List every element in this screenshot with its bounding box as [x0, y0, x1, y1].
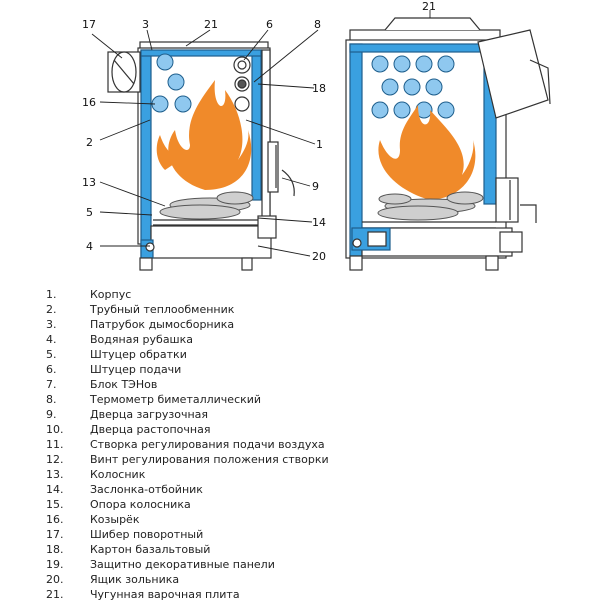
left-tubes: [151, 53, 192, 113]
legend-text: Колосник: [90, 468, 146, 481]
legend-number: 9.: [46, 408, 57, 421]
legend-number: 8.: [46, 393, 57, 406]
callout-1: 1: [316, 138, 323, 151]
right-tubes: [371, 55, 455, 119]
callout-3: 3: [142, 18, 149, 31]
legend-item: 3. Патрубок дымосборника: [0, 318, 600, 333]
legend-text: Чугунная варочная плита: [90, 588, 240, 601]
legend-item: 17. Шибер поворотный: [0, 528, 600, 543]
legend-text: Трубный теплообменник: [90, 303, 235, 316]
legend-text: Заслонка-отбойник: [90, 483, 203, 496]
callout-16: 16: [82, 96, 96, 109]
legend-item: 14. Заслонка-отбойник: [0, 483, 600, 498]
callout-17: 17: [82, 18, 96, 31]
legend-text: Штуцер подачи: [90, 363, 182, 376]
legend-text: Дверца растопочная: [90, 423, 211, 436]
legend-number: 17.: [46, 528, 64, 541]
legend-item: 8. Термометр биметаллический: [0, 393, 600, 408]
legend-item: 18. Картон базальтовый: [0, 543, 600, 558]
legend-number: 14.: [46, 483, 64, 496]
legend-item: 15. Опора колосника: [0, 498, 600, 513]
callout-21-right: 21: [422, 0, 436, 13]
legend-number: 13.: [46, 468, 64, 481]
callout-6: 6: [266, 18, 273, 31]
legend-item: 9. Дверца загрузочная: [0, 408, 600, 423]
legend-number: 4.: [46, 333, 57, 346]
legend-item: 6. Штуцер подачи: [0, 363, 600, 378]
legend-item: 12. Винт регулирования положения створки: [0, 453, 600, 468]
legend-number: 5.: [46, 348, 57, 361]
legend-text: Винт регулирования положения створки: [90, 453, 329, 466]
legend-number: 1.: [46, 288, 57, 301]
callout-8: 8: [314, 18, 321, 31]
legend-number: 20.: [46, 573, 64, 586]
callout-4: 4: [86, 240, 93, 253]
legend-number: 21.: [46, 588, 64, 601]
legend-item: 11. Створка регулирования подачи воздуха: [0, 438, 600, 453]
legend-number: 7.: [46, 378, 57, 391]
callout-14: 14: [312, 216, 326, 229]
legend-text: Опора колосника: [90, 498, 191, 511]
legend-item: 2. Трубный теплообменник: [0, 303, 600, 318]
legend-text: Термометр биметаллический: [90, 393, 262, 406]
legend-item: 5. Штуцер обратки: [0, 348, 600, 363]
callout-5: 5: [86, 206, 93, 219]
legend-text: Шибер поворотный: [90, 528, 204, 541]
legend-number: 19.: [46, 558, 64, 571]
legend-text: Козырёк: [90, 513, 140, 526]
callout-20: 20: [312, 250, 326, 263]
legend-item: 16. Козырёк: [0, 513, 600, 528]
legend-number: 2.: [46, 303, 57, 316]
legend-number: 3.: [46, 318, 57, 331]
callout-2: 2: [86, 136, 93, 149]
legend-text: Патрубок дымосборника: [90, 318, 235, 331]
legend-number: 11.: [46, 438, 64, 451]
legend-item: 10. Дверца растопочная: [0, 423, 600, 438]
legend-number: 12.: [46, 453, 64, 466]
legend-item: 1. Корпус: [0, 288, 600, 303]
legend-number: 16.: [46, 513, 64, 526]
legend-item: 13. Колосник: [0, 468, 600, 483]
legend-number: 15.: [46, 498, 64, 511]
left-flame: [156, 80, 252, 190]
legend-text: Дверца загрузочная: [90, 408, 209, 421]
legend-item: 19. Защитно декоративные панели: [0, 558, 600, 573]
legend-item: 4. Водяная рубашка: [0, 333, 600, 348]
legend-text: Штуцер обратки: [90, 348, 187, 361]
callout-13: 13: [82, 176, 96, 189]
legend-text: Водяная рубашка: [90, 333, 194, 346]
right-flame: [378, 105, 476, 200]
legend-item: 7. Блок ТЭНов: [0, 378, 600, 393]
right-logs: [377, 191, 484, 221]
boiler-diagram: 17 3 21 6 8 18 16 2 1 13 9 5 14 4 20 21: [82, 0, 551, 271]
legend-text: Створка регулирования подачи воздуха: [90, 438, 325, 451]
legend-text: Корпус: [90, 288, 132, 301]
legend-item: 21. Чугунная варочная плита: [0, 588, 600, 603]
callout-21-left: 21: [204, 18, 218, 31]
legend-number: 10.: [46, 423, 64, 436]
legend-item: 20. Ящик зольника: [0, 573, 600, 588]
callout-9: 9: [312, 180, 319, 193]
left-logs: [159, 191, 254, 220]
callout-numbers: 17 3 21 6 8 18 16 2 1 13 9 5 14 4 20 21: [82, 0, 436, 263]
water-jacket-left: [140, 49, 152, 259]
legend-text: Блок ТЭНов: [90, 378, 158, 391]
legend-number: 6.: [46, 363, 57, 376]
callout-18: 18: [312, 82, 326, 95]
legend-text: Картон базальтовый: [90, 543, 211, 556]
legend-text: Защитно декоративные панели: [90, 558, 275, 571]
legend-text: Ящик зольника: [90, 573, 180, 586]
leader-lines: [91, 10, 431, 257]
legend-number: 18.: [46, 543, 64, 556]
